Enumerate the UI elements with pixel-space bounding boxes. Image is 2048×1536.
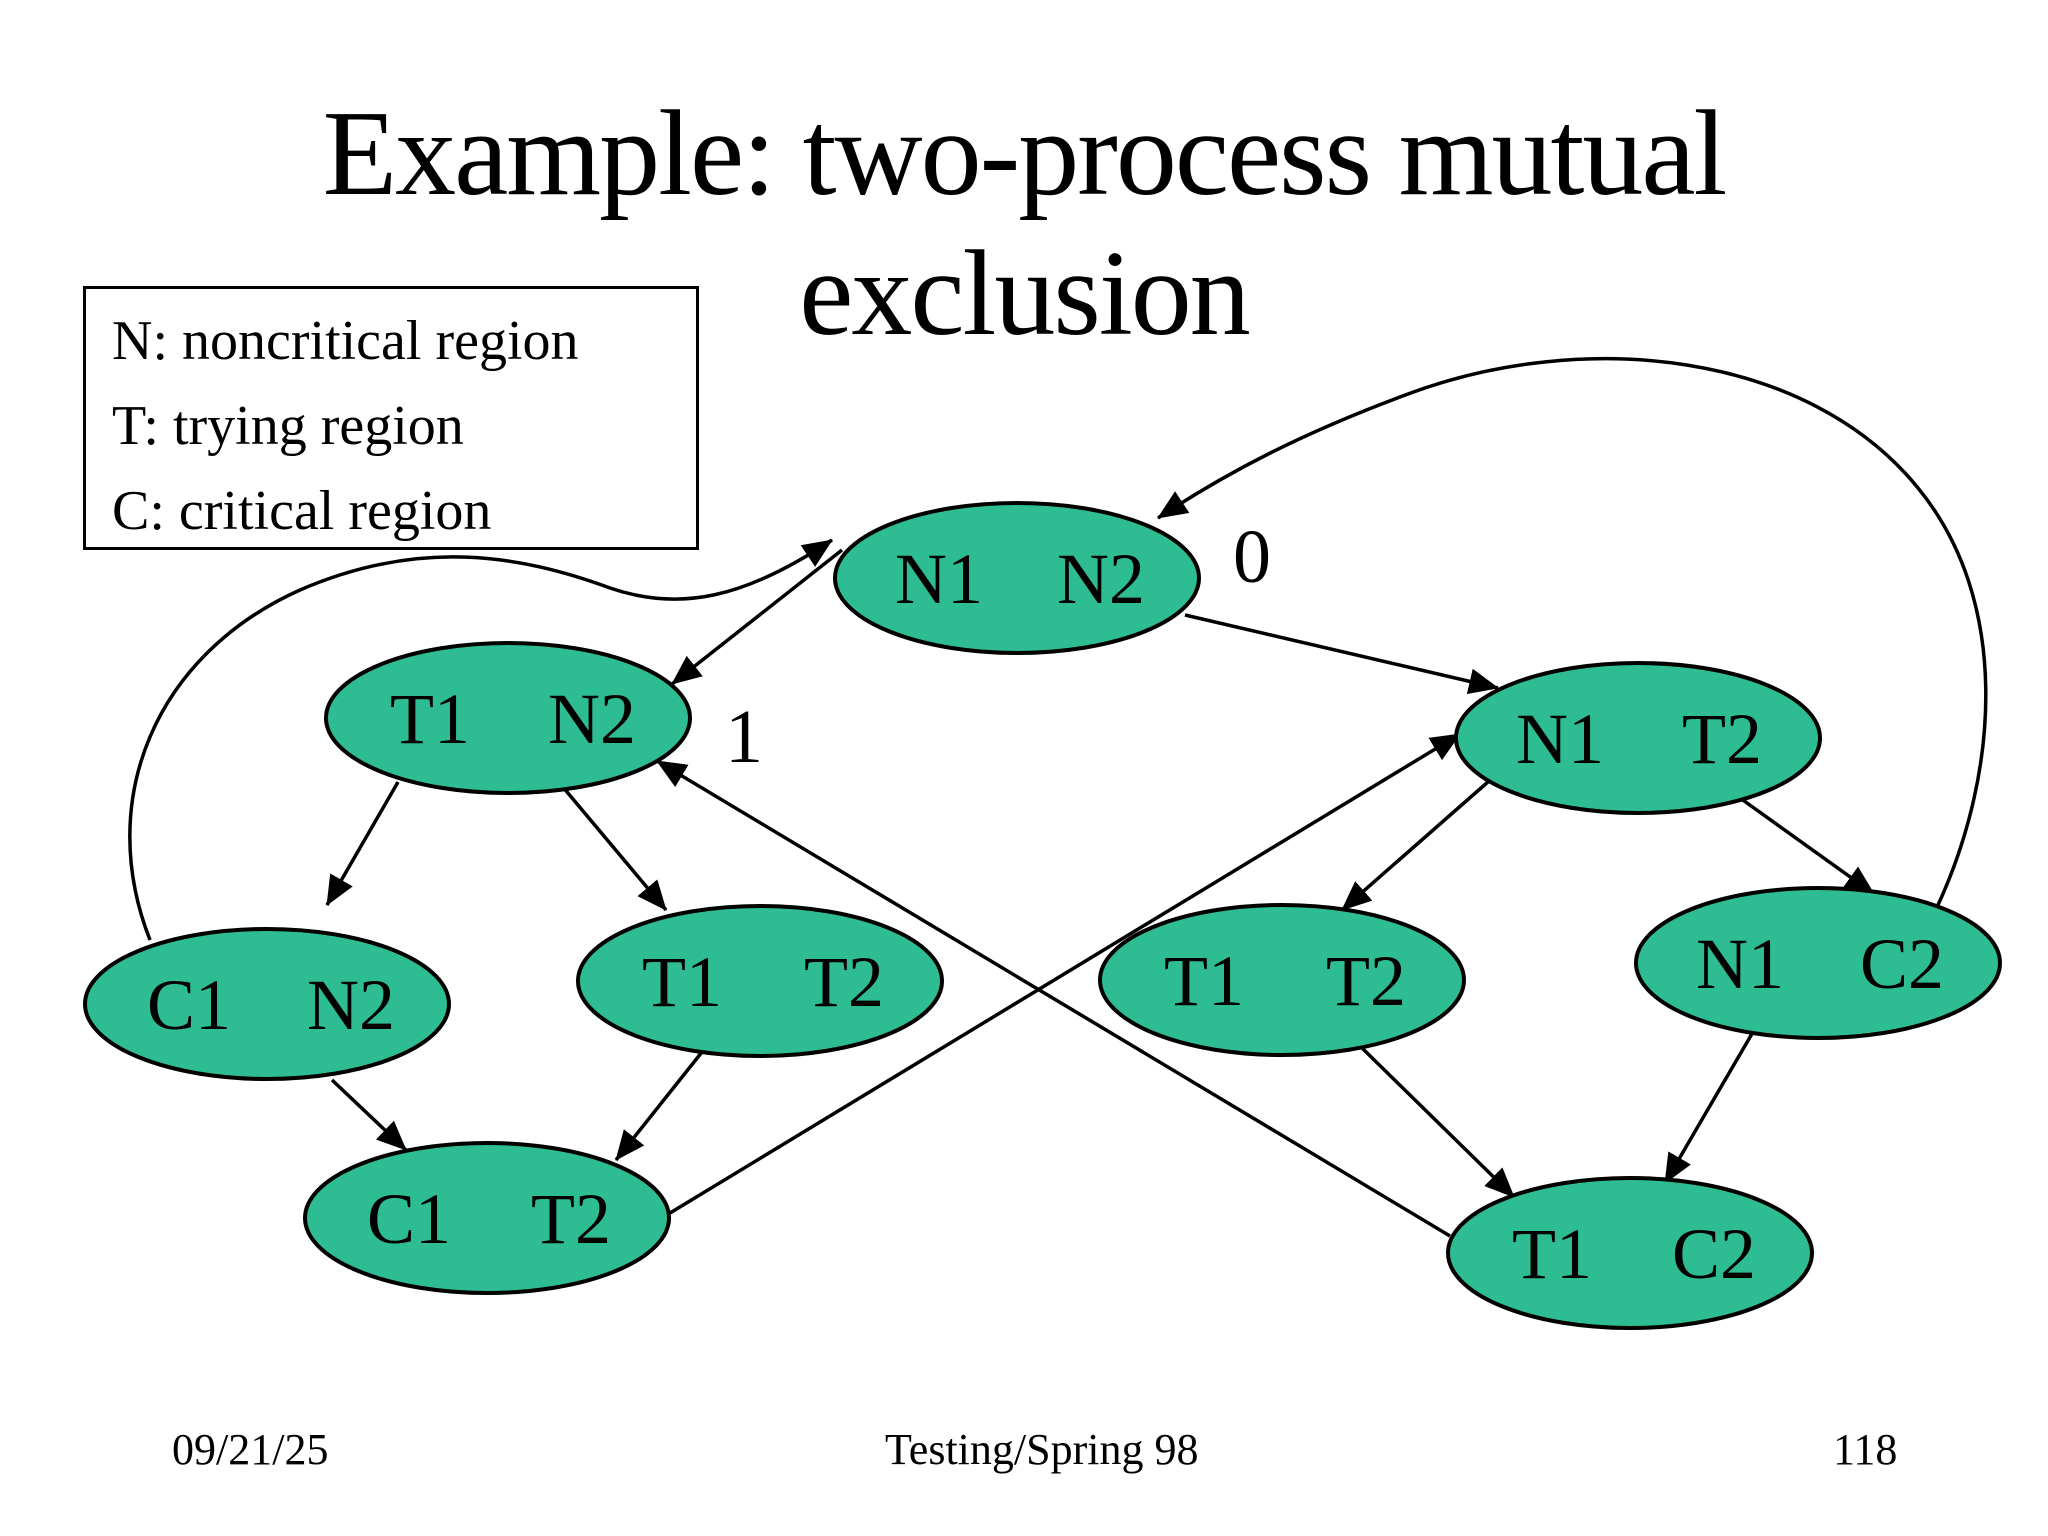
slide-title-line-2: exclusion (799, 226, 1251, 361)
edge-t1t2-right-t1c2 (1360, 1046, 1516, 1199)
footer-course: Testing/Spring 98 (885, 1425, 1199, 1474)
slide-title: Example: two-process mutual exclusion (0, 84, 2048, 364)
state-label-right: N2 (1057, 539, 1145, 619)
state-label-left: N1 (895, 539, 983, 619)
state-label-right: N2 (548, 679, 636, 759)
edge-t1c2-t1n2 (656, 759, 1451, 1238)
slide-title-line-1: Example: two-process mutual (322, 86, 1728, 221)
edge-t1n2-t1t2-left (560, 784, 668, 912)
legend-box: N: noncritical region T: trying region C… (83, 286, 699, 550)
state-label-left: N1 (1696, 924, 1784, 1004)
edge-n1c2-t1c2 (1663, 1031, 1755, 1184)
edge-n1n2-t1n2 (670, 548, 844, 686)
legend-item-noncritical: N: noncritical region (112, 310, 579, 372)
edge-layer (128, 356, 1988, 1238)
state-ellipse (324, 641, 692, 795)
legend-item-trying: T: trying region (112, 395, 464, 457)
edge-n1t2-n1c2 (1738, 796, 1876, 896)
state-label-right: T2 (804, 942, 884, 1022)
state-ellipse (1454, 661, 1822, 815)
state-label-left: C1 (367, 1179, 451, 1259)
state-node-t1t2-right: T1 T2 (1098, 903, 1466, 1057)
state-node-n1t2: N1 T2 (1454, 661, 1822, 815)
state-node-c1n2: C1 N2 (83, 927, 451, 1081)
edge-label-1: 1 (725, 695, 763, 779)
state-label-right: T2 (1326, 941, 1406, 1021)
state-label-right: T2 (1682, 699, 1762, 779)
state-label-right: N2 (307, 965, 395, 1045)
edge-c1n2-c1t2 (330, 1078, 408, 1152)
state-label-left: N1 (1516, 699, 1604, 779)
state-ellipse (303, 1141, 671, 1295)
state-ellipse (1098, 903, 1466, 1057)
state-node-c1t2: C1 T2 (303, 1141, 671, 1295)
state-label-left: T1 (390, 679, 470, 759)
edge-c1n2-n1n2-curve (128, 538, 833, 941)
state-node-t1t2-left: T1 T2 (576, 904, 944, 1058)
state-label-right: C2 (1672, 1214, 1756, 1294)
state-node-n1c2: N1 C2 (1634, 886, 2002, 1040)
state-node-t1n2: T1 N2 (324, 641, 692, 795)
footer-page-number: 118 (1833, 1425, 1898, 1474)
state-label-left: T1 (1164, 941, 1244, 1021)
edge-n1c2-n1n2-curve (1157, 356, 1988, 906)
legend-item-critical: C: critical region (112, 480, 492, 542)
state-ellipse (833, 501, 1201, 655)
edge-t1t2-left-c1t2 (614, 1050, 704, 1162)
state-ellipse (1446, 1176, 1814, 1330)
state-label-left: C1 (147, 965, 231, 1045)
edge-t1n2-c1n2 (325, 781, 400, 906)
edge-n1t2-t1t2-right (1340, 779, 1491, 912)
edge-n1n2-n1t2 (1184, 613, 1499, 695)
edge-c1t2-n1t2 (669, 732, 1461, 1215)
footer-date: 09/21/25 (172, 1425, 329, 1474)
state-ellipse (576, 904, 944, 1058)
state-label-right: C2 (1860, 924, 1944, 1004)
state-label-right: T2 (531, 1179, 611, 1259)
state-ellipse (83, 927, 451, 1081)
state-node-t1c2: T1 C2 (1446, 1176, 1814, 1330)
edge-label-0: 0 (1233, 515, 1271, 599)
state-label-left: T1 (1512, 1214, 1592, 1294)
state-node-n1n2: N1 N2 (833, 501, 1201, 655)
state-label-left: T1 (642, 942, 722, 1022)
state-ellipse (1634, 886, 2002, 1040)
